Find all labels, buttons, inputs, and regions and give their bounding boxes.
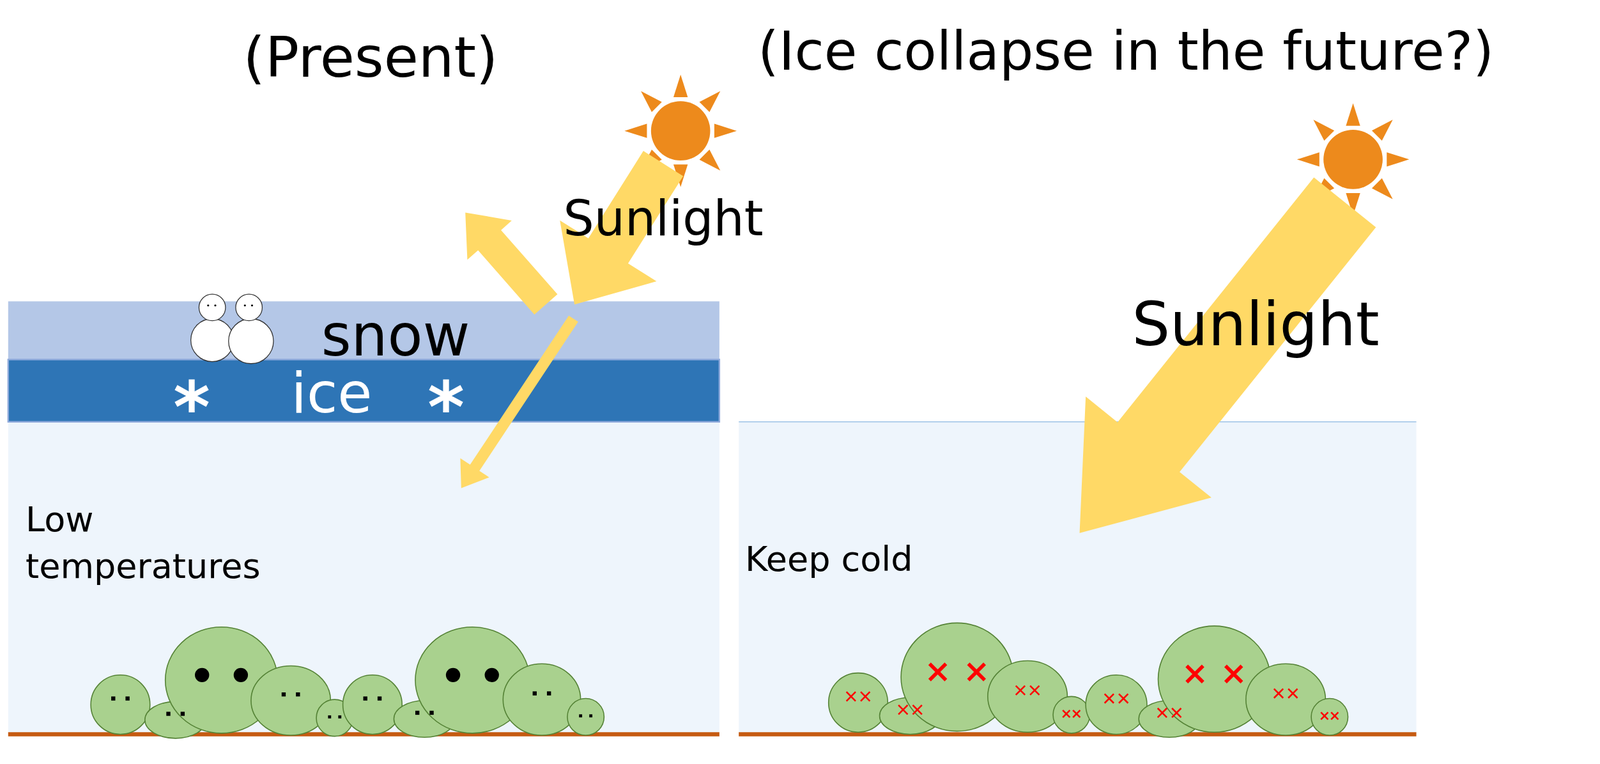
sun-ray — [624, 123, 647, 138]
eye — [446, 667, 461, 682]
dead-eye — [860, 691, 870, 701]
eye — [166, 711, 170, 716]
sun — [651, 100, 711, 161]
dead-eye — [1288, 688, 1298, 698]
region-label: Keep cold — [745, 538, 914, 581]
region-label: ice — [291, 359, 373, 427]
snowman-eyes — [207, 304, 254, 307]
sun — [1323, 129, 1383, 190]
water-region: Low temperatures — [8, 421, 720, 733]
dead-eye — [1320, 711, 1328, 719]
eye — [429, 710, 434, 715]
ice-crystal-mark: * — [173, 372, 211, 443]
eye — [233, 667, 248, 682]
region-label: Low temperatures — [25, 496, 269, 590]
eye — [377, 695, 382, 700]
eye — [532, 690, 537, 695]
water-region: Keep cold — [738, 421, 1417, 733]
panel-title: (Ice collapse in the future?) — [757, 19, 1494, 84]
dead-eye — [912, 704, 922, 714]
eye — [589, 713, 593, 717]
dead-eye — [846, 691, 856, 701]
eye — [338, 715, 342, 719]
eye — [125, 695, 130, 700]
microbe-blob — [343, 674, 403, 735]
dead-eye — [929, 663, 947, 680]
eye — [578, 713, 583, 717]
eye — [363, 695, 368, 700]
dead-eye — [1186, 665, 1204, 682]
eye — [546, 690, 551, 695]
dead-eye — [1015, 685, 1025, 695]
dead-eye — [968, 663, 985, 680]
eye — [281, 692, 286, 696]
microbe-blob — [1085, 674, 1147, 735]
sun-ray — [673, 74, 688, 98]
microbe-blob — [567, 698, 604, 735]
dead-eye — [1062, 709, 1070, 717]
panel-title: (Present) — [243, 23, 499, 92]
dead-eye — [898, 704, 908, 714]
dead-eye — [1030, 685, 1039, 695]
sun-ray — [714, 123, 737, 138]
dead-eye — [1157, 707, 1167, 717]
eye — [194, 667, 209, 682]
microbe-blob — [828, 672, 889, 733]
sun-ray — [1371, 119, 1393, 141]
microbe-blob — [90, 674, 151, 735]
dead-eye — [1171, 707, 1181, 717]
ice-band: ice — [8, 359, 720, 422]
sun-ray — [1371, 178, 1393, 200]
sunlight-arrow — [460, 315, 578, 489]
ice-crystal-mark: * — [427, 372, 465, 443]
sun-ray — [699, 149, 721, 171]
snow-band: snow — [8, 300, 720, 360]
sun-ray — [1345, 103, 1360, 126]
dead-eye — [1072, 709, 1080, 717]
dead-eye — [1330, 711, 1339, 719]
sun-ray — [1297, 152, 1320, 167]
eye — [295, 692, 300, 696]
sun-ray — [699, 91, 721, 113]
eye — [111, 695, 116, 700]
dead-eye — [1118, 693, 1128, 703]
microbial-mats — [90, 622, 1348, 738]
microbe-blob — [1053, 695, 1090, 733]
sunlight-label: Sunlight — [562, 189, 763, 248]
microbe-blob — [1311, 698, 1348, 735]
eye — [180, 711, 185, 716]
region-label: snow — [321, 300, 471, 370]
dead-eye — [1225, 665, 1243, 682]
sun-ray — [640, 91, 662, 113]
dead-eye — [1104, 693, 1114, 703]
water-surface — [738, 421, 1416, 423]
sun-ray — [1313, 119, 1335, 141]
sun-ray — [1386, 152, 1409, 167]
snowmen — [191, 293, 274, 364]
seabed-line — [738, 731, 1416, 736]
sunlight-arrow — [465, 212, 558, 315]
sunlight-label: Sunlight — [1131, 288, 1379, 362]
eye — [327, 715, 331, 719]
eye — [484, 667, 500, 682]
dead-eye — [1274, 688, 1284, 698]
eye — [415, 710, 420, 715]
